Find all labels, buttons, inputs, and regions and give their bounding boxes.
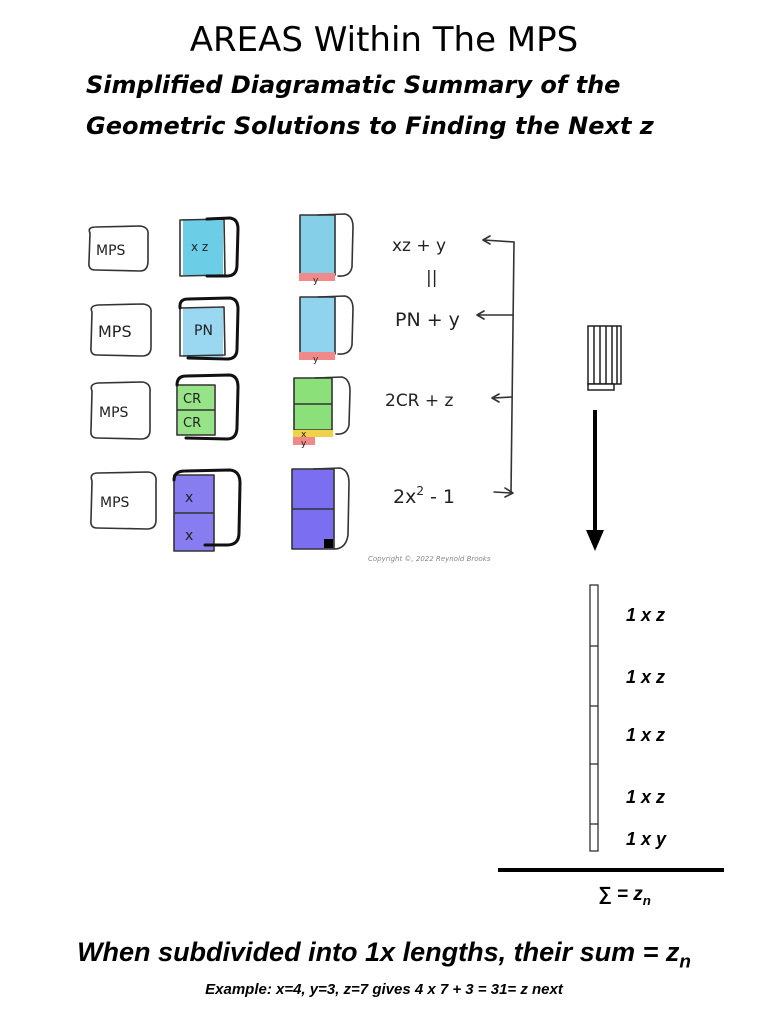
remainder-label-1: y bbox=[313, 276, 319, 286]
subtitle-line-1: Simplified Diagramatic Summary of the bbox=[86, 71, 621, 99]
hand-drawn-sketch: MPS MPS MPS MPS x z PN CR CR x x y y x y… bbox=[88, 213, 515, 563]
arrow-row-2 bbox=[476, 310, 514, 320]
arrow-row-4 bbox=[493, 487, 514, 498]
segment-label-4: 1 x z bbox=[626, 787, 666, 807]
subtitle-line-2: Geometric Solutions to Finding the Next … bbox=[86, 112, 654, 140]
mps-label-1: MPS bbox=[96, 243, 126, 259]
mps-label-4: MPS bbox=[100, 495, 130, 511]
bracket-line bbox=[510, 241, 515, 494]
mps-outline-4 bbox=[90, 471, 157, 530]
mps-outline-1 bbox=[88, 225, 149, 272]
square-outline-2 bbox=[179, 306, 226, 357]
segment-bar bbox=[589, 584, 599, 852]
square-label-1: x z bbox=[191, 240, 208, 254]
mps-outline-3 bbox=[90, 381, 151, 440]
square-label-3a: CR bbox=[183, 392, 201, 407]
column-mps-2 bbox=[317, 295, 354, 355]
square-label-4a: x bbox=[185, 490, 193, 506]
example-line: Example: x=4, y=3, z=7 gives 4 x 7 + 3 =… bbox=[205, 981, 563, 998]
square-label-3b: CR bbox=[183, 416, 201, 431]
remainder-label-3a: x bbox=[301, 430, 307, 440]
remainder-4 bbox=[324, 539, 333, 548]
segment-label-2: 1 x z bbox=[626, 667, 666, 687]
down-arrow-head bbox=[586, 530, 604, 551]
column-mps-3 bbox=[314, 376, 351, 435]
mps-overlay-4 bbox=[172, 468, 242, 547]
equation-4-base: 2x bbox=[393, 486, 416, 508]
equals-mark: || bbox=[426, 268, 437, 288]
sum-subscript: n bbox=[642, 892, 651, 908]
mps-label-2: MPS bbox=[98, 322, 132, 341]
page-title: AREAS Within The MPS bbox=[189, 20, 579, 60]
sum-line bbox=[498, 868, 724, 872]
segment-label-5: 1 x y bbox=[626, 829, 667, 849]
arrow-row-1 bbox=[482, 235, 515, 245]
copyright-note: Copyright ©, 2022 Reynold Brooks bbox=[368, 555, 491, 563]
remainder-label-3b: y bbox=[301, 439, 307, 449]
column-icon-remainder bbox=[587, 383, 615, 391]
remainder-1 bbox=[299, 273, 335, 281]
summary-statement: When subdivided into 1x lengths, their s… bbox=[0, 934, 768, 980]
fill-square-2 bbox=[183, 308, 223, 357]
remainder-3a bbox=[293, 430, 333, 437]
arrow-row-3 bbox=[491, 393, 513, 403]
mps-label-3: MPS bbox=[99, 405, 129, 421]
fill-square-1 bbox=[183, 219, 223, 275]
equation-4-exp: 2 bbox=[416, 484, 424, 498]
column-mps-4 bbox=[312, 467, 350, 550]
remainder-2 bbox=[299, 352, 335, 360]
sum-text: ∑ = z bbox=[598, 884, 643, 905]
square-outline-4 bbox=[173, 474, 215, 552]
column-icon-outline bbox=[587, 325, 622, 385]
summary-text: When subdivided into 1x lengths, their s… bbox=[77, 937, 680, 967]
sum-label: ∑ = zn bbox=[598, 883, 651, 913]
square-label-2: PN bbox=[194, 323, 213, 339]
equation-2: PN + y bbox=[395, 309, 460, 331]
equation-3: 2CR + z bbox=[385, 391, 454, 411]
equation-4: 2x2 - 1 bbox=[393, 484, 455, 508]
segment-label-3: 1 x z bbox=[626, 725, 666, 745]
remainder-3b bbox=[293, 437, 315, 445]
subdivided-column-icon bbox=[586, 325, 622, 551]
square-outline-3 bbox=[176, 384, 216, 436]
column-fill-1 bbox=[300, 215, 335, 275]
segment-stack bbox=[589, 584, 599, 852]
mps-overlay-1 bbox=[205, 216, 240, 278]
segment-label-1: 1 x z bbox=[626, 605, 666, 625]
mps-overlay-2 bbox=[178, 296, 240, 361]
equation-4-tail: - 1 bbox=[424, 486, 455, 508]
mps-overlay-3 bbox=[175, 373, 240, 441]
column-fill-2 bbox=[300, 297, 335, 354]
square-label-4b: x bbox=[185, 528, 193, 544]
equation-1: xz + y bbox=[392, 236, 446, 256]
remainder-label-2: y bbox=[313, 355, 319, 365]
column-mps-1 bbox=[317, 213, 354, 277]
mps-outline-2 bbox=[90, 303, 152, 357]
summary-subscript: n bbox=[679, 951, 691, 973]
